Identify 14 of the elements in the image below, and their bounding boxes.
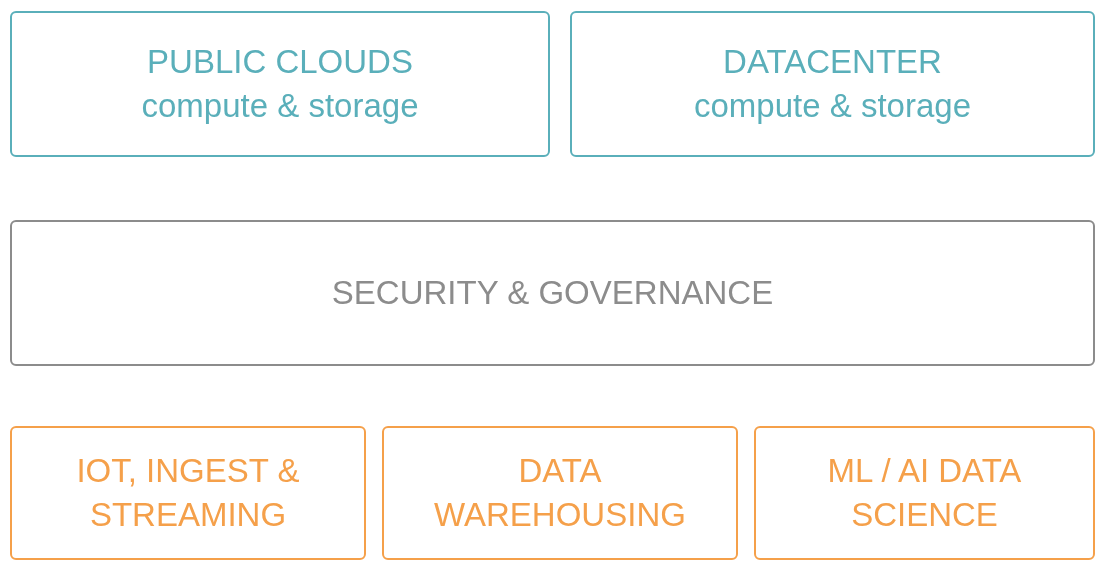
- heading-text: PUBLIC CLOUDS: [147, 42, 413, 82]
- label-text: ML / AI DATA SCIENCE: [826, 451, 1023, 535]
- subheading-text: compute & storage: [694, 86, 971, 126]
- label-text: IOT, INGEST & STREAMING: [75, 451, 301, 535]
- heading-text: DATACENTER: [723, 42, 942, 82]
- cloud-panel: [10, 11, 550, 157]
- label-text: SECURITY & GOVERNANCE: [331, 273, 774, 313]
- subheading-text: compute & storage: [141, 86, 419, 126]
- datacenter-panel: [570, 11, 1095, 157]
- data-science-panel: [754, 426, 1095, 560]
- streaming-panel: [10, 426, 366, 560]
- warehouse-panel: [382, 426, 738, 560]
- label-text: DATA WAREHOUSING: [433, 451, 687, 535]
- security-panel: [10, 220, 1095, 366]
